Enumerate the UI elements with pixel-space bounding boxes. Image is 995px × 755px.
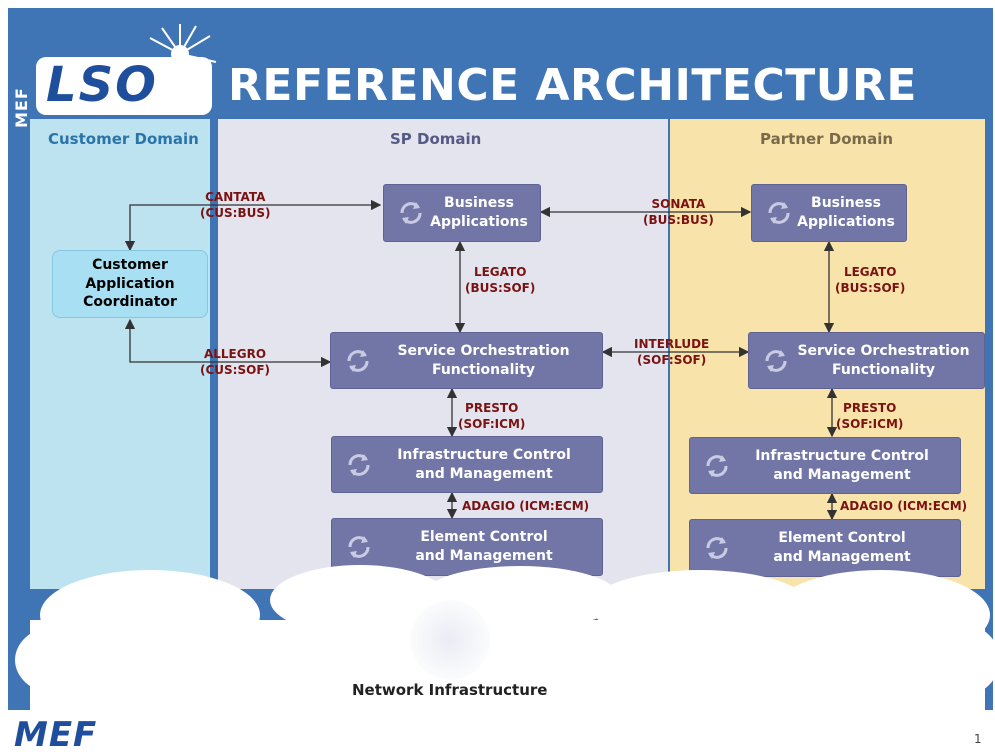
partner-icm-line-2: and Management xyxy=(773,466,911,483)
sp-ecm-line-2: and Management xyxy=(415,548,553,564)
refresh-cycle-icon xyxy=(706,454,728,477)
mef-footer-logo: MEF xyxy=(14,715,98,755)
partner-ecm-line-1: Element Control xyxy=(778,530,906,547)
legato-partner-interface-label: LEGATO(BUS:SOF) xyxy=(835,265,906,295)
adagio-sp-interface-label: ADAGIO (ICM:ECM) xyxy=(462,499,590,513)
partner-icm-line-1: Infrastructure Control xyxy=(755,447,929,464)
partner-element-control-node: Element Control and Management xyxy=(689,519,961,577)
page-number: 1 xyxy=(974,732,982,746)
cac-label-line-1: Customer xyxy=(92,256,168,273)
allegro-interface-label: ALLEGRO(CUS:SOF) xyxy=(200,347,271,377)
sp-sof-line-2: Functionality xyxy=(431,361,536,378)
refresh-cycle-icon xyxy=(768,202,790,224)
sonata-interface-label: SONATA(BUS:BUS) xyxy=(643,197,714,227)
partner-business-line-2: Applications xyxy=(797,214,895,230)
customer-application-coordinator-node: Customer Application Coordinator xyxy=(52,250,208,318)
refresh-cycle-icon xyxy=(348,453,370,476)
sp-business-line-1: Business xyxy=(444,195,514,212)
cac-label-line-2: Application xyxy=(85,275,175,292)
star-burst-icon xyxy=(149,24,217,63)
presto-partner-interface-label: PRESTO(SOF:ICM) xyxy=(836,401,904,431)
partner-sof-line-2: Functionality xyxy=(831,361,936,378)
legato-sp-interface-label: LEGATO(BUS:SOF) xyxy=(465,265,536,295)
sp-domain-label: SP Domain xyxy=(390,130,482,148)
lso-logo: LSO xyxy=(46,57,158,113)
customer-domain-label: Customer Domain xyxy=(48,130,199,148)
lso-logo-background xyxy=(36,57,212,115)
sp-element-control-node: Element Control and Management xyxy=(331,518,603,576)
refresh-cycle-icon xyxy=(400,202,422,224)
partner-infrastructure-control-node: Infrastructure Control and Management xyxy=(689,437,961,494)
sp-business-line-2: Applications xyxy=(430,214,528,230)
cantata-interface-label: CANTATA(CUS:BUS) xyxy=(200,190,271,220)
interlude-interface-label: INTERLUDE(SOF:SOF) xyxy=(634,337,710,367)
refresh-cycle-icon xyxy=(348,536,370,558)
partner-business-line-1: Business xyxy=(811,195,881,212)
page-title: REFERENCE ARCHITECTURE xyxy=(228,60,917,111)
refresh-cycle-icon xyxy=(347,349,369,372)
sp-infrastructure-control-node: Infrastructure Control and Management xyxy=(331,436,603,493)
partner-sof-line-1: Service Orchestration xyxy=(797,342,970,359)
sp-icm-line-1: Infrastructure Control xyxy=(397,446,571,463)
sp-sof-line-1: Service Orchestration xyxy=(397,342,570,359)
cac-label-line-3: Coordinator xyxy=(83,294,177,311)
refresh-cycle-icon xyxy=(706,537,728,559)
presto-sp-interface-label: PRESTO(SOF:ICM) xyxy=(458,401,526,431)
network-infrastructure-label: Network Infrastructure xyxy=(352,681,548,699)
partner-domain-label: Partner Domain xyxy=(760,130,894,148)
refresh-cycle-icon xyxy=(765,349,787,372)
partner-ecm-line-2: and Management xyxy=(773,549,911,565)
adagio-partner-interface-label: ADAGIO (ICM:ECM) xyxy=(840,499,968,513)
sp-icm-line-2: and Management xyxy=(415,465,553,482)
sp-ecm-line-1: Element Control xyxy=(420,529,548,546)
